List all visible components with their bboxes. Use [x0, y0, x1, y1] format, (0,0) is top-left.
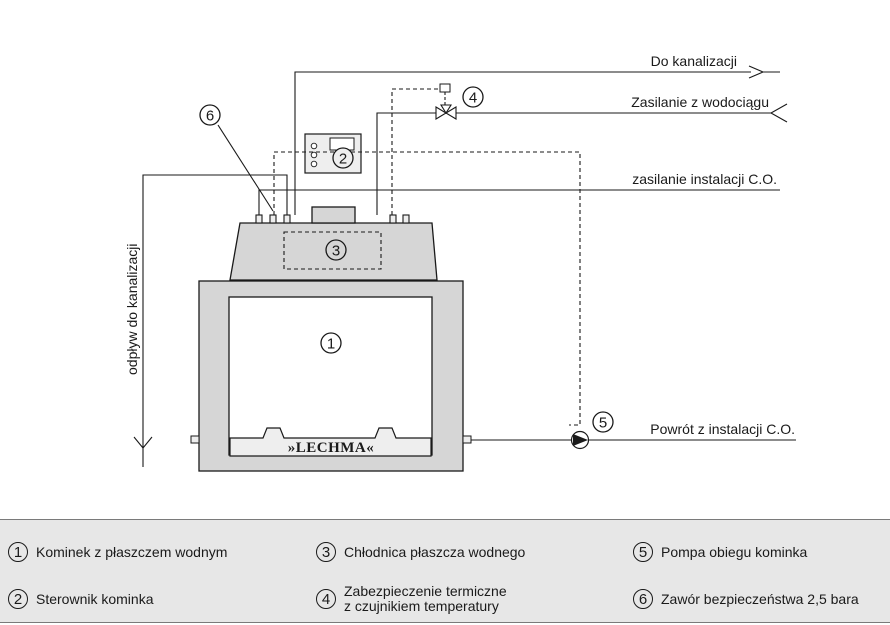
legend-number: 6 [633, 589, 653, 609]
svg-text:2: 2 [339, 151, 347, 168]
legend-text: Pompa obiegu kominka [661, 543, 808, 560]
svg-text:1: 1 [327, 336, 335, 353]
legend-item-3: 3 Chłodnica płaszcza wodnego [316, 532, 525, 572]
top-nozzles [255, 214, 410, 224]
label-zasilanie-wodociag: Zasilanie z wodociągu [631, 94, 769, 110]
legend-text: Sterownik kominka [36, 590, 154, 607]
pipes [133, 65, 796, 467]
legend-number: 2 [8, 589, 28, 609]
legend-number: 1 [8, 542, 28, 562]
installation-diagram: »LECHMA« [124, 53, 796, 472]
label-do-kanalizacji: Do kanalizacji [651, 53, 737, 69]
thermal-valve-icon [435, 104, 457, 120]
label-powrot-co: Powrót z instalacji C.O. [650, 421, 795, 437]
pump-icon [570, 430, 590, 450]
svg-text:4: 4 [469, 90, 477, 107]
legend-item-5: 5 Pompa obiegu kominka [633, 532, 807, 572]
marker-6: 6 [199, 104, 221, 126]
label-odplyw: odpływ do kanalizacji [124, 243, 140, 375]
legend: 1 Kominek z płaszczem wodnym 2 Sterownik… [0, 519, 890, 623]
marker-2: 2 [332, 147, 354, 169]
svg-text:3: 3 [332, 243, 340, 260]
label-zasilanie-co: zasilanie instalacji C.O. [632, 171, 777, 187]
left-stub [190, 435, 200, 444]
legend-text: Chłodnica płaszcza wodnego [344, 543, 526, 560]
signal-lines [273, 88, 581, 426]
marker-1: 1 [320, 332, 342, 354]
legend-item-2: 2 Sterownik kominka [8, 579, 154, 619]
legend-number: 3 [316, 542, 336, 562]
legend-text: Zawór bezpieczeństwa 2,5 bara [661, 590, 859, 607]
right-stub [462, 435, 472, 444]
brand-logo: »LECHMA« [288, 440, 375, 456]
legend-number: 5 [633, 542, 653, 562]
temperature-sensor [439, 83, 451, 93]
marker-3: 3 [325, 239, 347, 261]
flue-outlet [311, 206, 356, 224]
marker-5: 5 [592, 411, 614, 433]
legend-number: 4 [316, 589, 336, 609]
svg-text:6: 6 [206, 108, 214, 125]
legend-text: Kominek z płaszczem wodnym [36, 543, 228, 560]
marker-4: 4 [462, 86, 484, 108]
cooler-outline [283, 231, 382, 270]
legend-item-6: 6 Zawór bezpieczeństwa 2,5 bara [633, 579, 859, 619]
brand-plate [229, 427, 432, 457]
legend-item-4: 4 Zabezpieczenie termiczne z czujnikiem … [316, 579, 507, 619]
legend-text: Zabezpieczenie termiczne z czujnikiem te… [344, 583, 507, 614]
legend-item-1: 1 Kominek z płaszczem wodnym [8, 532, 227, 572]
fireplace-glass [228, 296, 433, 456]
svg-text:5: 5 [599, 415, 607, 432]
